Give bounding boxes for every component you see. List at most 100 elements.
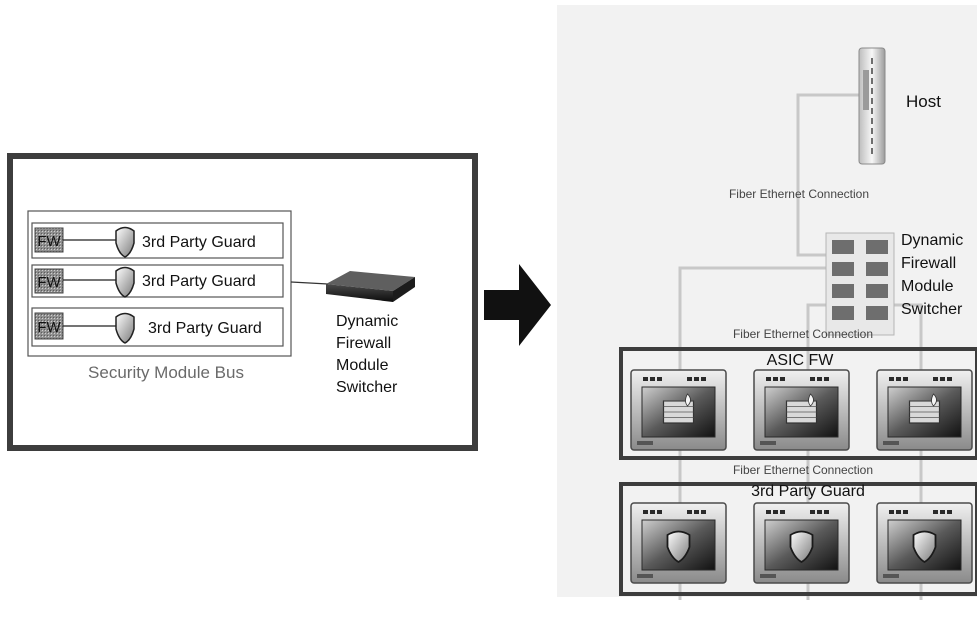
status-led: [947, 510, 952, 514]
switcher-port: [832, 306, 854, 320]
right-arrow-icon: [484, 264, 551, 346]
module-row-box: [31, 307, 284, 347]
fw-chip-label: FW: [37, 319, 61, 336]
switcher-port: [832, 262, 854, 276]
switcher-port: [866, 284, 888, 298]
right-panel-background: [557, 5, 977, 597]
status-led: [940, 377, 945, 381]
status-led: [650, 377, 655, 381]
status-led: [817, 377, 822, 381]
status-led: [947, 377, 952, 381]
bus-switcher-link: [290, 281, 329, 285]
module-tag: [760, 574, 776, 578]
status-led: [687, 510, 692, 514]
status-led: [824, 377, 829, 381]
switcher-label-line: Firewall: [901, 255, 956, 272]
guard-modules: [630, 502, 973, 584]
asic-fw-card: [630, 369, 727, 451]
shield-icon: [115, 266, 135, 298]
fiber-connections: [678, 93, 923, 600]
switcher-port: [832, 240, 854, 254]
module-row-box: [31, 264, 284, 298]
status-led: [896, 377, 901, 381]
asic-link-right: [891, 303, 923, 600]
guard-group-frame: [619, 482, 977, 596]
status-led: [687, 377, 692, 381]
switcher-chassis: [825, 232, 895, 336]
switcher-label: Dynamic Firewall Module Switcher: [901, 232, 968, 318]
status-led: [780, 510, 785, 514]
switcher-label-line: Switcher: [336, 379, 398, 396]
status-led: [903, 510, 908, 514]
status-led: [810, 510, 815, 514]
switcher-device-front: [326, 284, 393, 302]
host-server-panel: [863, 70, 869, 110]
module-row: FW 3rd Party Guard: [31, 222, 284, 259]
guard-label: 3rd Party Guard: [148, 320, 262, 337]
status-led: [657, 377, 662, 381]
switcher-label-line: Dynamic: [901, 232, 963, 249]
shield-icon: [115, 226, 135, 258]
status-led: [889, 377, 894, 381]
module-tag: [883, 574, 899, 578]
status-led: [889, 510, 894, 514]
status-led: [940, 510, 945, 514]
shield-icon: [115, 312, 135, 344]
asic-link-left: [678, 266, 828, 600]
asic-fw-group: ASIC FW: [619, 347, 977, 460]
asic-fw-group-label: ASIC FW: [767, 352, 835, 369]
asic-fw-card: [876, 369, 973, 451]
shield-icon: [912, 530, 937, 564]
switcher-label-line: Dynamic: [336, 313, 398, 330]
asic-fw-modules: [630, 369, 973, 451]
switcher-label-line: Firewall: [336, 335, 391, 352]
security-module-bus-label: Security Module Bus: [88, 363, 244, 382]
guard-group: 3rd Party Guard: [619, 482, 977, 596]
switcher-port: [832, 284, 854, 298]
fw-chip-label: FW: [37, 274, 61, 291]
switcher-port: [866, 240, 888, 254]
switcher-port-grid: [832, 240, 888, 320]
fiber-connection-label: Fiber Ethernet Connection: [733, 327, 873, 341]
fiber-connection-label: Fiber Ethernet Connection: [729, 187, 869, 201]
shield-icon: [666, 530, 691, 564]
status-led: [824, 510, 829, 514]
switcher-device-side: [393, 277, 415, 302]
guard-label: 3rd Party Guard: [142, 273, 256, 290]
status-led: [903, 377, 908, 381]
switcher-device-top: [326, 271, 415, 291]
module-tag: [760, 441, 776, 445]
guard-label: 3rd Party Guard: [142, 234, 256, 251]
status-led: [657, 510, 662, 514]
status-led: [773, 377, 778, 381]
status-led: [933, 377, 938, 381]
security-module-bus: FW 3rd Party Guard FW 3rd Party Guard FW: [27, 210, 292, 382]
status-led: [694, 510, 699, 514]
host-label: Host: [906, 92, 941, 111]
firewall-brick-icon: [662, 393, 695, 424]
status-led: [810, 377, 815, 381]
asic-fw-group-frame: [619, 347, 977, 460]
shield-icon: [789, 530, 814, 564]
guard-card: [876, 502, 973, 584]
left-panel: FW 3rd Party Guard FW 3rd Party Guard FW: [7, 153, 478, 451]
firewall-brick-icon: [908, 393, 941, 424]
status-led: [694, 377, 699, 381]
guard-group-label: 3rd Party Guard: [751, 483, 865, 500]
host-server-body: [858, 47, 886, 165]
status-led: [650, 510, 655, 514]
switcher-label-line: Module: [336, 357, 389, 374]
switcher-label-line: Module: [901, 278, 954, 295]
guard-card: [753, 502, 850, 584]
fw-chip-label: FW: [37, 233, 61, 250]
status-led: [817, 510, 822, 514]
status-led: [643, 510, 648, 514]
switcher-device: [326, 271, 415, 302]
right-panel: Host Fiber Ethernet Connection Dynamic F…: [557, 5, 977, 600]
status-led: [766, 510, 771, 514]
status-led: [701, 377, 706, 381]
status-led: [766, 377, 771, 381]
asic-fw-card: [753, 369, 850, 451]
fiber-connection-label: Fiber Ethernet Connection: [733, 463, 873, 477]
